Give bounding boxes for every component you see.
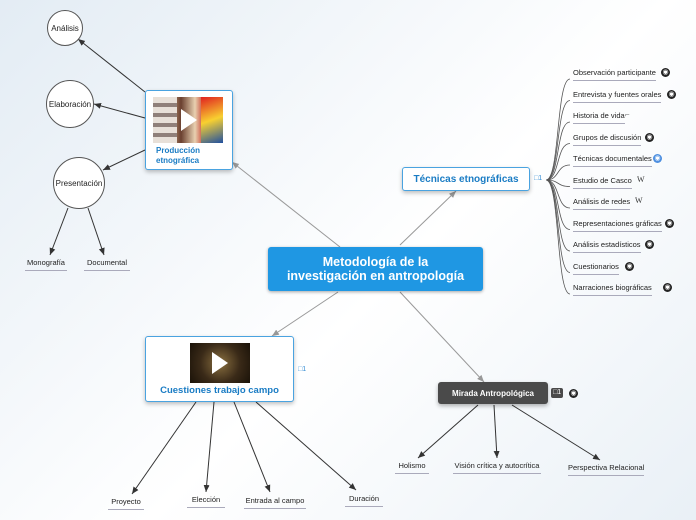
tecnica-item[interactable]: Estudio de Casco	[573, 176, 632, 189]
tecnica-item[interactable]: Técnicas documentales	[573, 154, 652, 167]
cuestiones-video-thumbnail[interactable]	[190, 343, 250, 383]
tecnica-item-label: Estudio de Casco	[573, 175, 632, 185]
produccion-title-line2: etnográfica	[156, 156, 200, 165]
produccion-title-line1: Producción	[156, 146, 201, 155]
globe-icon[interactable]: ◉	[665, 218, 674, 228]
tecnica-item[interactable]: Historia de vida	[573, 111, 625, 124]
link-icon[interactable]: ⌐	[625, 110, 630, 119]
holismo-node[interactable]: Holismo	[395, 461, 429, 474]
tecnica-item[interactable]: Análisis estadísticos	[573, 240, 641, 253]
tecnica-item-label: Análisis de redes	[573, 197, 631, 206]
central-topic-line1: Metodología de la	[322, 255, 429, 269]
entrada-al-campo-node[interactable]: Entrada al campo	[244, 496, 306, 509]
tecnicas-note-icon[interactable]: □1	[534, 175, 543, 182]
central-topic-line2: investigación en antropología	[286, 269, 465, 283]
globe-icon[interactable]: ◉	[645, 240, 654, 249]
tecnicas-note-count: 1	[538, 175, 543, 182]
produccion-etnografica-node[interactable]: Producción etnográfica	[145, 90, 233, 170]
tecnica-item[interactable]: Cuestionarios	[573, 262, 619, 275]
mirada-note-count: 1	[557, 389, 562, 396]
mirada-antropologica-node[interactable]: Mirada Antropológica	[438, 382, 548, 404]
tecnica-item-label: Técnicas documentales	[573, 154, 652, 163]
eleccion-label: Elección	[191, 495, 221, 504]
cuestiones-trabajo-campo-node[interactable]: Cuestiones trabajo campo	[145, 336, 294, 402]
eleccion-node[interactable]: Elección	[187, 495, 225, 508]
documental-label: Documental	[86, 258, 128, 267]
analisis-node[interactable]: Análisis	[47, 10, 83, 46]
play-icon	[181, 109, 197, 131]
globe-icon[interactable]: ◉	[667, 89, 676, 99]
tecnica-item[interactable]: Grupos de discusión	[573, 132, 642, 146]
tecnica-item[interactable]: Entrevista y fuentes orales	[573, 89, 662, 103]
elaboracion-label: Elaboración	[48, 99, 92, 109]
vision-critica-label: Visión crítica y autocrítica	[454, 461, 540, 470]
tecnica-item-label: Narraciones biográficas	[573, 283, 652, 292]
tecnica-item[interactable]: Análisis de redes	[573, 197, 631, 210]
entrada-al-campo-label: Entrada al campo	[245, 496, 305, 505]
duracion-node[interactable]: Duración	[345, 494, 383, 507]
produccion-video-thumbnail[interactable]	[153, 97, 223, 143]
presentacion-node[interactable]: Presentación	[53, 157, 105, 209]
wikipedia-icon[interactable]: W	[635, 196, 643, 205]
tecnica-item-label: Entrevista y fuentes orales	[573, 89, 662, 99]
bracket-line	[545, 179, 571, 295]
bracket-line	[545, 100, 571, 181]
globe-icon[interactable]: ◉	[625, 261, 634, 271]
cuestiones-note-icon[interactable]: □1	[298, 366, 307, 373]
vision-critica-node[interactable]: Visión crítica y autocrítica	[453, 461, 541, 474]
mirada-title: Mirada Antropológica	[452, 388, 534, 398]
bracket-line	[545, 143, 571, 181]
documental-node[interactable]: Documental	[84, 258, 130, 271]
tecnica-item-label: Cuestionarios	[573, 261, 619, 271]
mirada-note-icon[interactable]: □1	[551, 388, 564, 398]
tecnica-item-label: Observación participante	[573, 68, 656, 77]
analisis-label: Análisis	[51, 23, 79, 33]
globe-icon[interactable]: ◉	[645, 132, 654, 142]
tecnica-item-label: Grupos de discusión	[573, 132, 642, 142]
wikipedia-icon[interactable]: W	[637, 174, 645, 184]
tecnicas-title: Técnicas etnográficas	[413, 173, 519, 185]
central-topic[interactable]: Metodología de la investigación en antro…	[268, 247, 483, 291]
globe-icon[interactable]: ◉	[663, 283, 672, 292]
proyecto-label: Proyecto	[111, 497, 141, 506]
play-icon	[212, 352, 228, 374]
mirada-globe-icon[interactable]: ◉	[569, 389, 578, 398]
perspectiva-relacional-node[interactable]: Perspectiva Relacional	[568, 463, 644, 476]
presentacion-label: Presentación	[55, 178, 103, 188]
tecnica-item[interactable]: Observación participante	[573, 68, 656, 81]
blue-globe-icon[interactable]: ◉	[653, 154, 662, 163]
holismo-label: Holismo	[398, 461, 426, 470]
duracion-label: Duración	[348, 494, 379, 503]
proyecto-node[interactable]: Proyecto	[108, 497, 144, 510]
tecnica-item-label: Análisis estadísticos	[573, 240, 641, 249]
monografia-node[interactable]: Monografía	[25, 258, 67, 271]
bracket-line	[545, 78, 571, 181]
bracket-line	[545, 179, 571, 230]
perspectiva-relacional-label: Perspectiva Relacional	[568, 463, 645, 472]
cuestiones-title: Cuestiones trabajo campo	[160, 385, 279, 396]
cuestiones-note-count: 1	[302, 366, 307, 373]
elaboracion-node[interactable]: Elaboración	[46, 80, 94, 128]
bracket-line	[545, 164, 571, 181]
globe-icon[interactable]: ◉	[661, 68, 670, 77]
tecnica-item-label: Representaciones gráficas	[573, 218, 662, 228]
bracket-line	[545, 121, 571, 181]
tecnica-item[interactable]: Representaciones gráficas	[573, 219, 662, 232]
monografia-label: Monografía	[27, 258, 65, 267]
tecnicas-etnograficas-node[interactable]: Técnicas etnográficas	[402, 167, 530, 191]
tecnica-item[interactable]: Narraciones biográficas	[573, 283, 652, 296]
tecnica-item-label: Historia de vida	[573, 111, 625, 120]
